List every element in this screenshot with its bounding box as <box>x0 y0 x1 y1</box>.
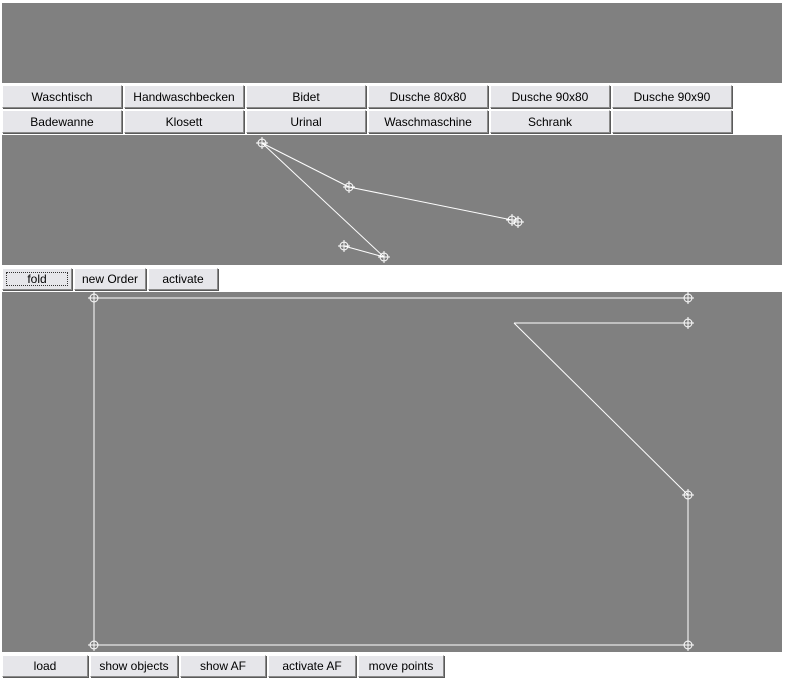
point-marker[interactable] <box>338 240 350 252</box>
show-af-button[interactable]: show AF <box>180 655 266 677</box>
point-marker[interactable] <box>682 317 694 329</box>
activate-button[interactable]: activate <box>148 268 218 290</box>
badewanne-button[interactable]: Badewanne <box>2 110 122 133</box>
wall-segment <box>513 322 689 496</box>
order-canvas[interactable] <box>2 135 782 265</box>
point-marker[interactable] <box>682 489 694 501</box>
dusche-90x90-button[interactable]: Dusche 90x90 <box>612 85 732 108</box>
new-order-button[interactable]: new Order <box>74 268 146 290</box>
point-marker[interactable] <box>682 292 694 304</box>
load-button[interactable]: load <box>2 655 88 677</box>
schrank-button[interactable]: Schrank <box>490 110 610 133</box>
point-marker[interactable] <box>378 251 390 263</box>
top-canvas[interactable] <box>2 3 782 83</box>
point-marker[interactable] <box>256 137 268 149</box>
dusche-90x80-button[interactable]: Dusche 90x80 <box>490 85 610 108</box>
empty-fixture-button[interactable] <box>612 110 732 133</box>
waschtisch-button[interactable]: Waschtisch <box>2 85 122 108</box>
klosett-button[interactable]: Klosett <box>124 110 244 133</box>
point-marker[interactable] <box>506 214 518 226</box>
point-marker[interactable] <box>343 181 355 193</box>
room-points <box>88 292 694 651</box>
urinal-button[interactable]: Urinal <box>246 110 366 133</box>
order-segment <box>261 142 350 188</box>
order-segment <box>348 186 513 221</box>
handwaschbecken-button[interactable]: Handwaschbecken <box>124 85 244 108</box>
floorplan-drawing <box>88 292 694 651</box>
order-drawing <box>256 137 524 263</box>
bidet-button[interactable]: Bidet <box>246 85 366 108</box>
point-marker[interactable] <box>88 639 100 651</box>
room-outline <box>93 297 689 646</box>
dusche-80x80-button[interactable]: Dusche 80x80 <box>368 85 488 108</box>
order-points <box>256 137 524 263</box>
order-segment <box>261 142 385 258</box>
fold-button[interactable]: fold <box>2 268 72 290</box>
point-marker[interactable] <box>682 639 694 651</box>
fold-label: fold <box>27 272 47 286</box>
floorplan-canvas[interactable] <box>2 292 782 652</box>
point-marker[interactable] <box>88 292 100 304</box>
order-segment <box>343 245 385 258</box>
point-marker[interactable] <box>512 216 524 228</box>
waschmaschine-button[interactable]: Waschmaschine <box>368 110 488 133</box>
order-lines <box>261 142 513 258</box>
show-objects-button[interactable]: show objects <box>90 655 178 677</box>
activate-af-button[interactable]: activate AF <box>268 655 356 677</box>
move-points-button[interactable]: move points <box>358 655 444 677</box>
